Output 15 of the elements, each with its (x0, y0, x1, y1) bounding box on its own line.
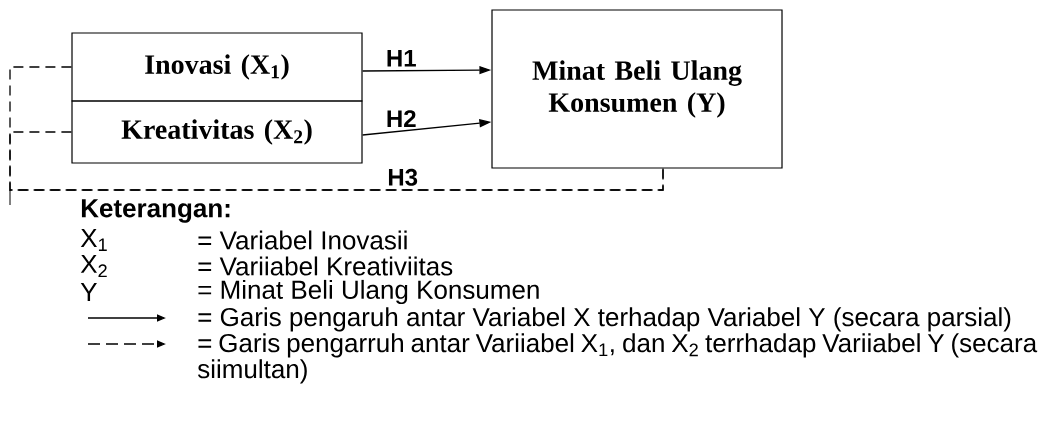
edge-label: H1 (387, 50, 416, 67)
symbol-label: Y (80, 283, 97, 301)
legend-heading: Keterangan: (81, 199, 230, 223)
edge-label: H3 (388, 168, 418, 186)
variable-box: Minat Beli Ulang Konsumen (Y) (491, 9, 783, 169)
symbol-label: X$_{2}$ (80, 254, 107, 278)
edge-label: H2 (387, 110, 416, 127)
legend-text: = Garis pengarruh antar Variiabel X$_{1}$, dan X$_{2}$ terrhadap Variiabel Y (secara siimultan) (197, 333, 1038, 384)
definition-text: = Variabel Inovasii (198, 230, 407, 250)
variable-box: Kreativitas (X$_{2}$) (71, 100, 363, 164)
symbol-label: X$_{1}$ (80, 229, 107, 251)
variable-box: Inovasi (X$_{1}$) (71, 32, 363, 102)
definition-text: = Variiabel Kreativiitas (198, 256, 453, 276)
definition-text: = Minat Beli Ulang Konsumen (198, 279, 539, 305)
legend-text: = Garis pengaruh antar Variabel X terhadap Variabel Y (secara parsial) (198, 307, 1011, 332)
